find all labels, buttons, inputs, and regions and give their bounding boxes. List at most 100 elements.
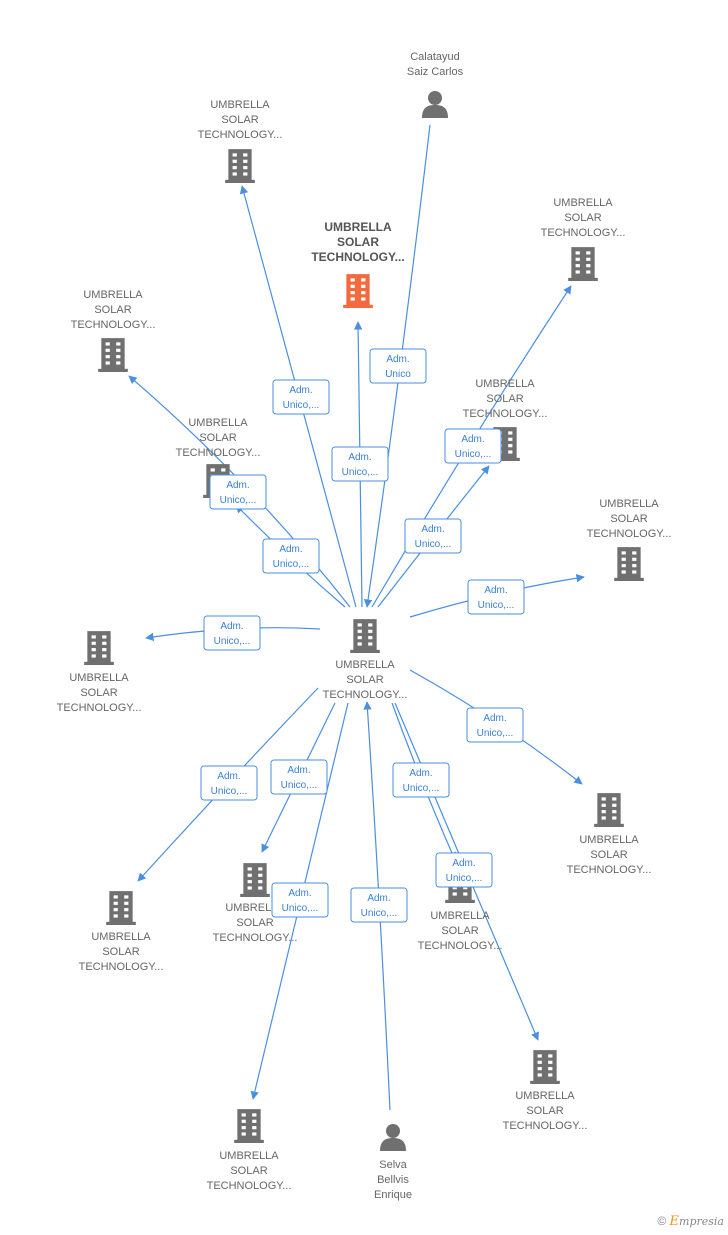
edge-label-c-midleft[interactable]: Adm.Unico,... — [262, 538, 320, 574]
edge-label-box[interactable] — [392, 762, 450, 798]
person-icon[interactable] — [422, 91, 448, 118]
copyright-icon: © — [657, 1214, 667, 1228]
edge-label-box[interactable] — [466, 707, 524, 743]
building-icon[interactable] — [530, 1050, 560, 1084]
node-label-line: SOLAR — [102, 946, 139, 958]
edge-label-c-lowleft[interactable]: Adm.Unico,... — [200, 765, 258, 801]
node-label-line: UMBRELLA — [475, 378, 535, 390]
edge-label-line: Unico,... — [342, 467, 379, 478]
node-label-line: TECHNOLOGY... — [567, 864, 652, 876]
node-label-line: UMBRELLA — [579, 834, 639, 846]
person-icon[interactable] — [380, 1124, 406, 1151]
edge-label-line: Unico,... — [220, 495, 257, 506]
edge-label-box[interactable] — [200, 765, 258, 801]
node-c-top[interactable]: UMBRELLASOLARTECHNOLOGY... — [198, 99, 283, 183]
node-c-left[interactable]: UMBRELLASOLARTECHNOLOGY... — [57, 631, 142, 714]
edge-label-c-bottomright[interactable]: Adm.Unico,... — [435, 852, 493, 888]
node-label-line: SOLAR — [346, 674, 383, 686]
node-label-line: TECHNOLOGY... — [587, 528, 672, 540]
edge-label-box[interactable] — [272, 379, 330, 415]
node-c-lowmidright[interactable]: UMBRELLASOLARTECHNOLOGY... — [418, 869, 503, 952]
edge-label-highlight[interactable]: Adm.Unico,... — [331, 446, 389, 482]
edge-label-line: Unico,... — [455, 449, 492, 460]
edge-label-line: Adm. — [461, 434, 484, 445]
node-c-lowmid[interactable]: UMBRELLASOLARTECHNOLOGY... — [213, 863, 298, 944]
edge-label-line: Adm. — [367, 893, 390, 904]
edge-label-c-topright[interactable]: Adm. Unico,... — [444, 428, 502, 464]
edge-label-line: Unico,... — [361, 908, 398, 919]
edge-label-line: Adm. — [279, 544, 302, 555]
edge-label-box[interactable] — [203, 615, 261, 651]
edge-label-line: Unico — [385, 369, 411, 380]
edge-label-box[interactable] — [331, 446, 389, 482]
node-label-line: SOLAR — [564, 212, 601, 224]
edge-label-c-top[interactable]: Adm.Unico,... — [272, 379, 330, 415]
node-c-right[interactable]: UMBRELLA SOLAR TECHNOLOGY... — [587, 498, 672, 581]
node-c-lowleft[interactable]: UMBRELLASOLARTECHNOLOGY... — [79, 891, 164, 973]
edge-label-c-lowright[interactable]: Adm.Unico,... — [466, 707, 524, 743]
edge-label-line: Adm. — [483, 713, 506, 724]
node-center[interactable]: UMBRELLASOLARTECHNOLOGY... — [323, 619, 408, 701]
edge-label-line: Unico,... — [211, 786, 248, 797]
edge-label-c-lowmid[interactable]: Adm.Unico,... — [270, 759, 328, 795]
edge-label-box[interactable] — [435, 852, 493, 888]
node-highlight[interactable]: UMBRELLASOLARTECHNOLOGY... — [311, 220, 405, 308]
edge-label-box[interactable] — [467, 579, 525, 615]
node-label-line: Saiz Carlos — [407, 66, 464, 78]
building-icon[interactable] — [343, 274, 373, 308]
building-icon[interactable] — [594, 793, 624, 827]
building-icon[interactable] — [84, 631, 114, 665]
edge-labels-layer: Adm.UnicoAdm.Unico,...Adm.Unico,...Adm.U… — [200, 348, 525, 923]
edge-label-line: Adm. — [288, 888, 311, 899]
node-label-line: UMBRELLA — [553, 197, 613, 209]
edge-label-c-left[interactable]: Adm.Unico,... — [203, 615, 261, 651]
edge-label-c-bottomleft[interactable]: Adm.Unico,... — [271, 882, 329, 918]
node-label-line: SOLAR — [80, 687, 117, 699]
node-label-line: SOLAR — [199, 432, 236, 444]
edge-label-c-lowmidright[interactable]: Adm.Unico,... — [392, 762, 450, 798]
node-label-line: SOLAR — [441, 925, 478, 937]
building-icon[interactable] — [234, 1109, 264, 1143]
node-label-line: SOLAR — [337, 235, 379, 249]
node-label-line: SOLAR — [526, 1105, 563, 1117]
edge-label-line: Adm. — [386, 354, 409, 365]
node-c-bottomleft[interactable]: UMBRELLASOLARTECHNOLOGY... — [207, 1109, 292, 1192]
node-label-line: SOLAR — [236, 917, 273, 929]
edge-label-c-midright[interactable]: Adm.Unico,... — [404, 518, 462, 554]
edge-label-box[interactable] — [369, 348, 427, 384]
node-c-midleft[interactable]: UMBRELLASOLARTECHNOLOGY... — [176, 417, 261, 498]
node-label-line: SOLAR — [610, 513, 647, 525]
node-c-topright[interactable]: UMBRELLASOLARTECHNOLOGY... — [541, 197, 626, 281]
edges-layer — [128, 124, 585, 1111]
node-label-line: Bellvis — [377, 1174, 409, 1186]
building-icon[interactable] — [614, 547, 644, 581]
edge-label-box[interactable] — [270, 759, 328, 795]
edge-label-c-upleft[interactable]: Adm.Unico,... — [209, 474, 267, 510]
node-c-bottomright[interactable]: UMBRELLASOLARTECHNOLOGY... — [503, 1050, 588, 1132]
node-label-line: UMBRELLA — [210, 99, 270, 111]
node-label-line: UMBRELLA — [599, 498, 659, 510]
node-c-lowright[interactable]: UMBRELLASOLARTECHNOLOGY... — [567, 793, 652, 876]
edge-label-box[interactable] — [262, 538, 320, 574]
edge-label-box[interactable] — [271, 882, 329, 918]
building-icon[interactable] — [240, 863, 270, 897]
building-icon[interactable] — [350, 619, 380, 653]
edge-label-box[interactable] — [404, 518, 462, 554]
node-c-upleft[interactable]: UMBRELLASOLARTECHNOLOGY... — [71, 289, 156, 372]
edge-label-center[interactable]: Adm. Unico — [369, 348, 427, 384]
edge-label-center[interactable]: Adm. Unico,... — [350, 887, 408, 923]
edge-label-c-right[interactable]: Adm.Unico,... — [467, 579, 525, 615]
building-icon[interactable] — [106, 891, 136, 925]
edge-label-box[interactable] — [444, 428, 502, 464]
node-label-line: UMBRELLA — [430, 910, 490, 922]
node-c-midright[interactable]: UMBRELLASOLARTECHNOLOGY... — [463, 378, 548, 461]
node-label-line: TECHNOLOGY... — [213, 932, 298, 944]
building-icon[interactable] — [98, 338, 128, 372]
edge-label-box[interactable] — [209, 474, 267, 510]
building-icon[interactable] — [225, 149, 255, 183]
building-icon[interactable] — [568, 247, 598, 281]
edge-label-box[interactable] — [350, 887, 408, 923]
edge-label-line: Unico,... — [415, 539, 452, 550]
